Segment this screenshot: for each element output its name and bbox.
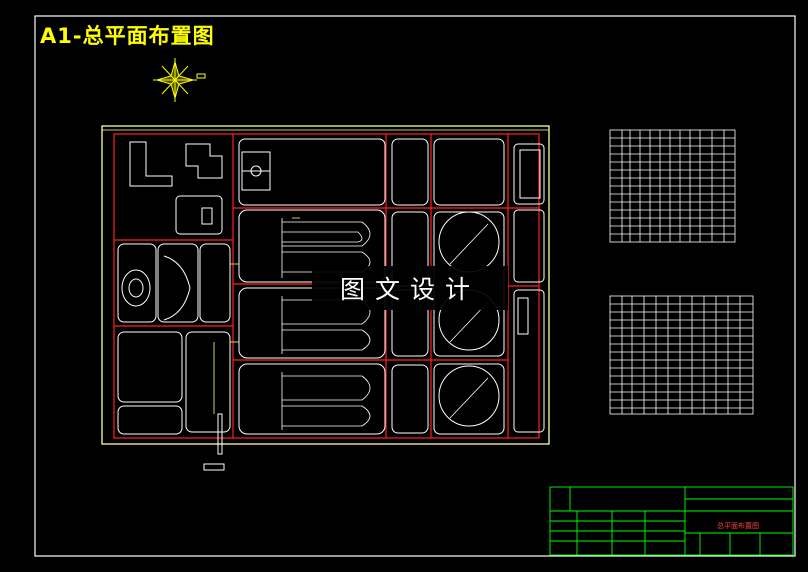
drawing-frame xyxy=(34,15,796,557)
site-boundary xyxy=(101,125,550,445)
equipment-table-2 xyxy=(609,295,754,415)
watermark: 图文设计 xyxy=(312,266,508,310)
site-buildings xyxy=(117,138,545,471)
road-network xyxy=(113,133,540,439)
title-block xyxy=(549,486,794,556)
pipelines xyxy=(213,217,300,414)
drawing-title: A1-总平面布置图 xyxy=(40,24,215,48)
equipment-table-1 xyxy=(609,129,736,243)
title-block-drawing-name: 总平面布置图 xyxy=(717,522,759,530)
north-arrow-icon xyxy=(153,58,206,102)
